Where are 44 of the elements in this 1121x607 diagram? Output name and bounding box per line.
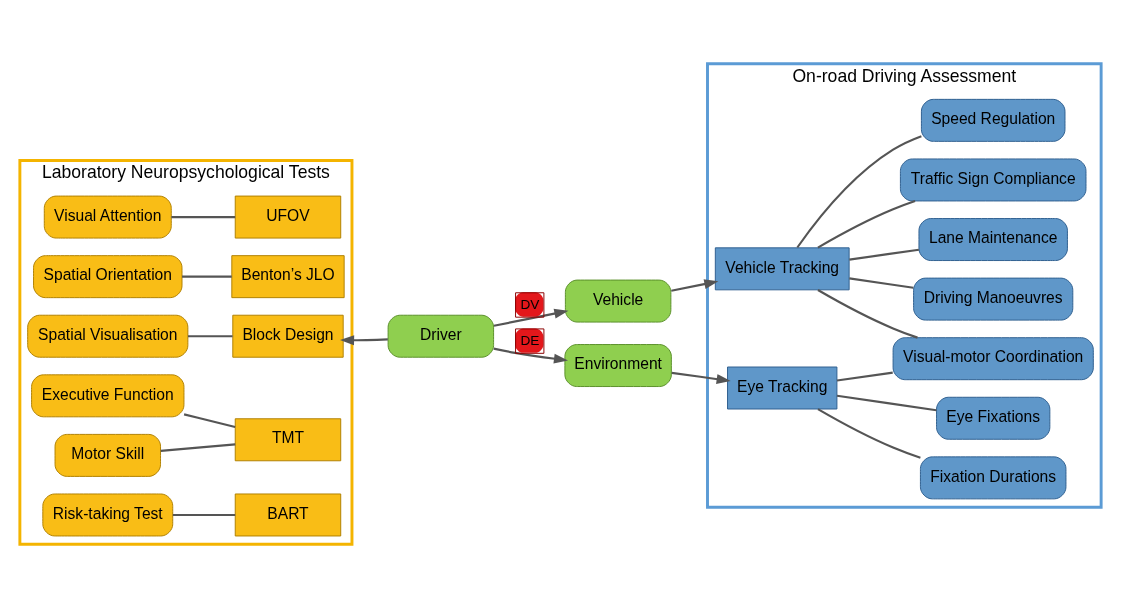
node-box: Environment xyxy=(564,343,672,387)
node-box: UFOV xyxy=(234,195,342,239)
node-box: Eye Tracking xyxy=(727,366,838,409)
node-box: Vehicle xyxy=(564,279,672,323)
node-box: Visual Attention xyxy=(43,195,172,239)
connector xyxy=(836,371,893,381)
node-box: Spatial Visualisation xyxy=(27,314,189,358)
connector xyxy=(796,134,922,248)
arrow xyxy=(493,347,569,364)
connector xyxy=(849,276,914,289)
arrow xyxy=(493,308,569,327)
edge-label: DE xyxy=(520,332,540,348)
connector xyxy=(160,442,236,452)
node-box: Vehicle Tracking xyxy=(714,246,850,290)
node-box: Driving Manoeuvres xyxy=(913,277,1074,321)
node-box: Block Design xyxy=(232,314,344,358)
arrow xyxy=(340,334,388,345)
connector xyxy=(817,288,918,339)
connector xyxy=(817,199,916,248)
node-box: Eye Fixations xyxy=(936,396,1051,440)
edge-label: DV xyxy=(520,296,540,312)
node-box: Speed Regulation xyxy=(920,98,1066,142)
node-box: BART xyxy=(234,493,342,536)
connector xyxy=(836,394,937,411)
connector xyxy=(182,275,232,278)
connector xyxy=(849,248,920,261)
arrow xyxy=(671,371,731,384)
node-box: Risk-taking Test xyxy=(42,493,174,536)
node-box: Motor Skill xyxy=(54,433,161,477)
node-box: Visual-motor Coordination xyxy=(892,336,1094,380)
node-box: Lane Maintenance xyxy=(918,217,1068,261)
connector xyxy=(188,334,233,337)
connector xyxy=(183,412,236,428)
arrow xyxy=(671,278,719,292)
node-box: Fixation Durations xyxy=(919,455,1067,499)
node-box: Executive Function xyxy=(31,373,185,417)
connector xyxy=(817,407,921,459)
node-box: Benton’s JLO xyxy=(231,254,345,298)
node-box: Traffic Sign Compliance xyxy=(899,157,1087,201)
connector xyxy=(171,215,236,218)
connector xyxy=(172,513,236,516)
node-box: Driver xyxy=(387,314,495,358)
node-box: TMT xyxy=(234,417,342,461)
node-box: Spatial Orientation xyxy=(33,254,183,298)
